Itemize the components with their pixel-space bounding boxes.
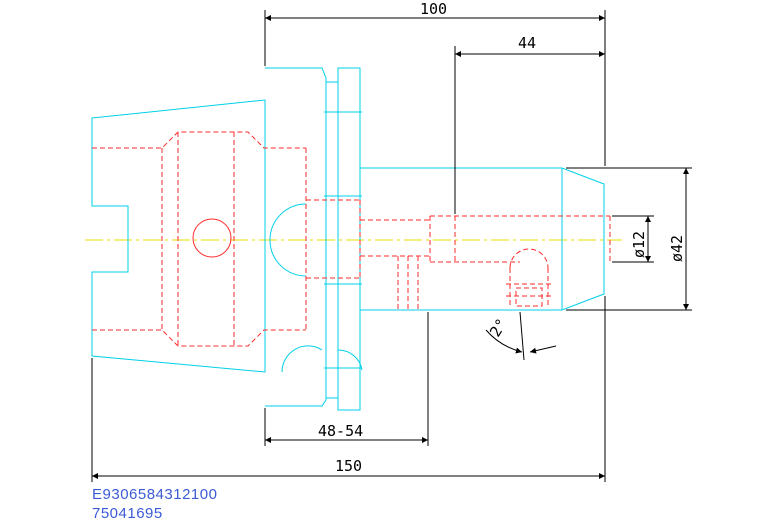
dimension-44-label: 44: [518, 34, 536, 52]
part-code-line-1: E9306584312100: [92, 486, 218, 503]
dimension-48-54: 48-54: [264, 312, 429, 446]
dimension-angle-2: 2°: [485, 311, 557, 361]
dimension-48-54-label: 48-54: [318, 422, 363, 440]
dimension-150: 150: [91, 296, 606, 482]
dimension-44: 44: [454, 34, 605, 214]
dimension-diameter-12: ø12: [612, 215, 654, 263]
flange-outline: [265, 67, 363, 411]
dimension-diameter-42-label: ø42: [668, 235, 686, 262]
dimension-diameter-12-label: ø12: [630, 231, 648, 258]
hidden-lines: [92, 131, 611, 347]
dimension-100-label: 100: [420, 0, 447, 18]
dimension-150-label: 150: [335, 457, 362, 475]
dimension-angle-2-label: 2°: [486, 315, 511, 340]
shank-body-outline: [360, 167, 605, 311]
part-code-line-2: 75041695: [92, 505, 163, 522]
dimension-100: 100: [264, 0, 606, 166]
dimension-diameter-42: ø42: [566, 167, 692, 311]
taper-shank-outline: [91, 99, 266, 373]
